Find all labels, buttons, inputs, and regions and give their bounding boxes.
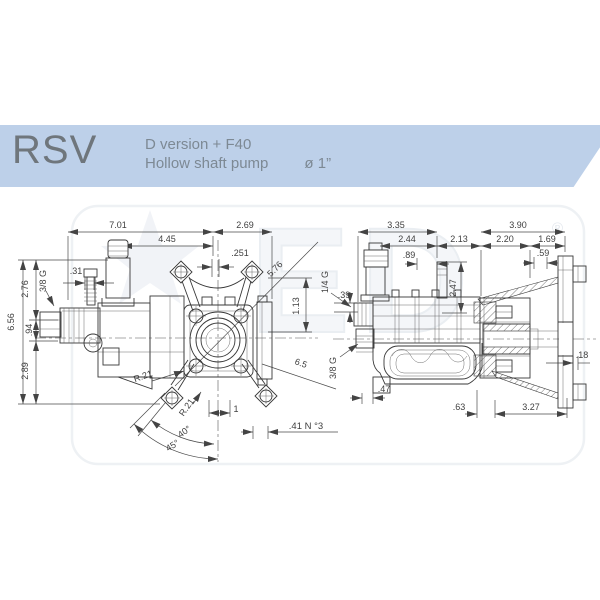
dim-angle-b: 45° — [164, 437, 181, 453]
bearing-section-upper — [473, 301, 497, 324]
product-name: RSV — [12, 128, 98, 172]
dim-top-width: 7.01 — [109, 220, 127, 230]
dim-top-port: 1/4 G — [320, 271, 330, 293]
side-left-ports — [353, 297, 375, 353]
watermark-frame — [70, 204, 586, 466]
dim-89: .89 — [403, 250, 416, 260]
pump-body-profile — [39, 295, 185, 390]
dim-mount-holes: .41 N °3 — [289, 421, 323, 432]
dim-stem-width: .31 — [70, 266, 83, 276]
flange-corner-lugs — [160, 260, 278, 410]
dim-plate-thickness: .18 — [576, 350, 589, 360]
sump-ribs — [372, 343, 483, 394]
dim-59: .59 — [537, 248, 550, 258]
dim-bolt-circle: 6.5 — [293, 356, 308, 370]
watermark-star-icon — [101, 210, 199, 304]
dim-inlet-port: 3/8 G — [38, 270, 48, 292]
title-band — [0, 125, 600, 187]
dim-169: 1.69 — [538, 234, 556, 244]
front-view: 7.01 2.69 4.45 .251 .31 3/8 G 6.56 2.76 … — [6, 220, 338, 462]
version-line: D version + F40 — [145, 136, 252, 153]
watermark-registered-icon: ® — [552, 220, 563, 237]
hollow-shaft — [482, 323, 558, 355]
side-dimension-labels: 3.35 3.90 2.44 2.13 2.20 1.69 .89 .59 2.… — [320, 220, 588, 412]
side-unloader-valve — [360, 242, 390, 302]
dim-key-length: 1 — [233, 404, 238, 414]
dim-port-offset: .39 — [338, 290, 351, 300]
product-subtitle: D version + F40 Hollow shaft pump ø 1” — [145, 135, 331, 173]
dim-mid-width: 4.45 — [158, 234, 176, 244]
dim-head-width: 3.35 — [387, 220, 405, 230]
dim-flange-depth: 2.69 — [236, 220, 254, 230]
front-dimension-labels: 7.01 2.69 4.45 .251 .31 3/8 G 6.56 2.76 … — [6, 220, 323, 453]
bearing-section-lower — [473, 354, 497, 377]
front-centerlines — [35, 240, 318, 462]
watermark-letters: ED — [250, 196, 478, 364]
type-line: Hollow shaft pump — [145, 155, 269, 172]
mounting-foot — [372, 376, 391, 394]
unloader-valve — [101, 239, 135, 307]
side-view: 3.35 3.90 2.44 2.13 2.20 1.69 .89 .59 2.… — [320, 220, 596, 418]
dim-angle-a: 40° — [176, 423, 193, 439]
bell-housing-bottom — [491, 370, 559, 400]
dim-pilot-height: 1.13 — [291, 297, 301, 315]
dim-overall-height: 6.56 — [6, 313, 16, 331]
front-pump-drawing — [39, 239, 278, 410]
side-pump-drawing — [353, 242, 587, 409]
dim-213: 2.13 — [450, 234, 468, 244]
dim-plug-height: 2.47 — [448, 279, 458, 297]
front-dimension-lines — [18, 229, 338, 462]
dim-upper-height: 2.76 — [20, 280, 30, 298]
dim-port-height: .94 — [24, 324, 34, 337]
dim-foot-width: .47 — [378, 384, 391, 394]
background-watermark: ED ® — [70, 195, 586, 466]
bell-housing-top — [477, 276, 559, 306]
flange-struts — [170, 276, 266, 391]
dim-flange-width: 3.90 — [509, 220, 527, 230]
flange-center-bore — [189, 311, 247, 369]
dim-220: 2.20 — [496, 234, 514, 244]
dim-327: 3.27 — [522, 402, 540, 412]
dim-244: 2.44 — [398, 234, 416, 244]
dim-key-width: .251 — [231, 248, 249, 258]
dim-lower-height: 2.89 — [20, 362, 30, 380]
dim-bottom-port: 3/8 G — [328, 357, 338, 379]
inlet-fitting — [39, 311, 62, 338]
relief-valve-stem — [83, 268, 98, 306]
mounting-plate — [557, 255, 587, 409]
dim-63: .63 — [453, 402, 466, 412]
center-plug — [436, 261, 448, 299]
shaft-diameter: ø 1” — [304, 155, 332, 172]
